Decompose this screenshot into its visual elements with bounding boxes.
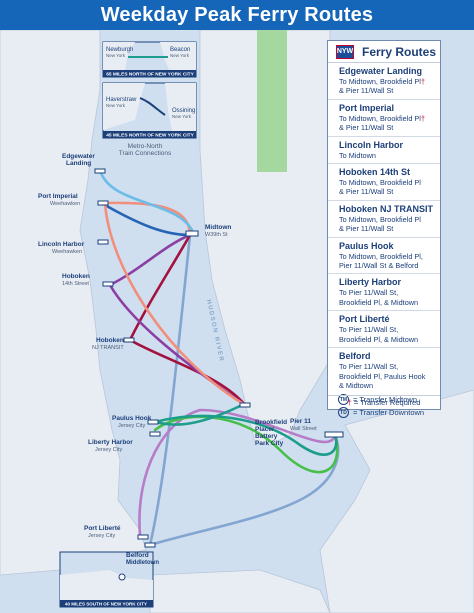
route-edgewater [98, 168, 194, 232]
svg-text:40 MILES SOUTH OF NEW YORK CIT: 40 MILES SOUTH OF NEW YORK CITY [65, 602, 147, 607]
legend-transfer-midtown: TM = Transfer Midtown [338, 394, 417, 406]
svg-text:Wall Street: Wall Street [290, 426, 317, 432]
route-belford-midtown [148, 233, 192, 547]
terminal-lincoln-harbor [97, 239, 109, 245]
ny-waterway-logo: NYW [336, 44, 354, 59]
inset-belford: Belford Middletown 40 MILES SOUTH OF NEW… [59, 551, 159, 608]
legend-transfer-downtown: TD = Transfer Downtown [328, 406, 440, 419]
central-park [257, 30, 287, 172]
svg-text:Jersey City: Jersey City [88, 533, 115, 539]
svg-text:14th Street: 14th Street [62, 281, 89, 287]
legend-title: Ferry Routes [362, 44, 437, 59]
legend-route-paulus-hook: Paulus Hook To Midtown, Brookfield Pl, P… [328, 238, 440, 275]
svg-text:Haverstraw: Haverstraw [106, 97, 137, 103]
legend-route-edgewater: Edgewater Landing To Midtown, Brookfield… [328, 63, 440, 100]
brooklyn-land [319, 389, 474, 613]
svg-text:Landing: Landing [66, 160, 91, 167]
legend-transfer-required: † = Transfer Required [328, 395, 440, 409]
svg-text:Port Imperial: Port Imperial [38, 193, 78, 200]
svg-text:Liberty Harbor: Liberty Harbor [88, 439, 133, 446]
terminal-brookfield [239, 402, 251, 408]
svg-text:Battery: Battery [255, 433, 278, 440]
svg-text:Weehawken: Weehawken [52, 249, 82, 255]
svg-text:New York: New York [172, 114, 192, 119]
svg-text:Port Liberté: Port Liberté [84, 525, 121, 532]
svg-text:Metro-North: Metro-North [128, 143, 163, 150]
svg-text:Ossining: Ossining [172, 108, 195, 114]
page-title: Weekday Peak Ferry Routes [0, 0, 474, 30]
terminal-liberty-harbor [149, 431, 161, 437]
legend-route-hoboken-14th: Hoboken 14th St To Midtown, Brookfield P… [328, 164, 440, 201]
svg-text:New York: New York [106, 53, 126, 58]
terminal-midtown [185, 230, 199, 237]
route-paulus-hook [153, 414, 338, 456]
legend-route-lincoln-harbor: Lincoln Harbor To Midtown [328, 137, 440, 165]
terminal-hoboken-njt [123, 337, 135, 343]
terminal-port-imperial [97, 200, 109, 206]
transfer-downtown-icon: TD [338, 407, 349, 419]
svg-text:Place/: Place/ [255, 426, 274, 433]
svg-text:New York: New York [170, 53, 190, 58]
route-paulus-hook-midtown [153, 404, 242, 426]
svg-text:Pier 11: Pier 11 [290, 418, 311, 425]
svg-text:Lincoln Harbor: Lincoln Harbor [38, 241, 85, 248]
transfer-midtown-icon: TM [338, 394, 349, 406]
route-hoboken-njt [128, 233, 247, 407]
svg-text:Train Connections: Train Connections [119, 150, 172, 157]
terminal-port-liberte [137, 534, 149, 540]
legend-route-hoboken-njt: Hoboken NJ TRANSIT To Midtown, Brookfiel… [328, 201, 440, 238]
svg-text:New York: New York [106, 103, 126, 108]
svg-text:NJ TRANSIT: NJ TRANSIT [92, 345, 124, 351]
svg-text:Brookfield: Brookfield [255, 419, 287, 426]
svg-text:Paulus Hook: Paulus Hook [112, 415, 152, 422]
svg-text:Weehawken: Weehawken [50, 201, 80, 207]
terminal-hoboken-14th [102, 281, 114, 287]
svg-text:Beacon: Beacon [170, 47, 190, 53]
inset-newburgh-beacon: Newburgh New York Beacon New York 65 MIL… [102, 41, 197, 78]
route-lincoln-harbor [103, 203, 192, 237]
svg-text:Newburgh: Newburgh [106, 47, 133, 53]
legend-header: NYW Ferry Routes [328, 41, 440, 63]
ferry-routes-legend: NYW Ferry Routes Edgewater Landing To Mi… [327, 40, 441, 419]
route-liberty-harbor [153, 415, 339, 474]
legend-route-port-liberte: Port Liberté To Pier 11/Wall St, Brookfi… [328, 311, 440, 349]
svg-text:Park City: Park City [255, 440, 284, 447]
terminal-paulus-hook [147, 419, 159, 425]
legend-route-belford: Belford To Pier 11/Wall St, Brookfield P… [339, 351, 426, 390]
terminal-pier11 [324, 431, 344, 438]
svg-text:Hoboken: Hoboken [62, 273, 90, 280]
svg-text:Jersey City: Jersey City [95, 447, 122, 453]
route-port-liberte [138, 408, 337, 537]
terminal-edgewater [94, 168, 106, 174]
svg-text:65 MILES NORTH OF NEW YORK CIT: 65 MILES NORTH OF NEW YORK CITY [106, 72, 194, 78]
svg-text:45 MILES NORTH OF NEW YORK CIT: 45 MILES NORTH OF NEW YORK CITY [106, 133, 194, 139]
legend-route-port-imperial: Port Imperial To Midtown, Brookfield Pl†… [328, 100, 440, 137]
svg-text:Midtown: Midtown [205, 224, 231, 231]
terminal-belford-link [144, 542, 156, 548]
svg-text:Belford: Belford [126, 552, 149, 559]
terminals [94, 168, 344, 548]
svg-text:Edgewater: Edgewater [62, 153, 95, 160]
inset-haverstraw-ossining: Haverstraw New York Ossining New York 45… [102, 82, 197, 139]
svg-text:Middletown: Middletown [126, 560, 159, 566]
svg-text:Hoboken: Hoboken [96, 337, 124, 344]
svg-text:Jersey City: Jersey City [118, 423, 145, 429]
legend-route-liberty-harbor: Liberty Harbor To Pier 11/Wall St, Brook… [328, 274, 440, 312]
svg-text:W39th St: W39th St [205, 232, 228, 238]
